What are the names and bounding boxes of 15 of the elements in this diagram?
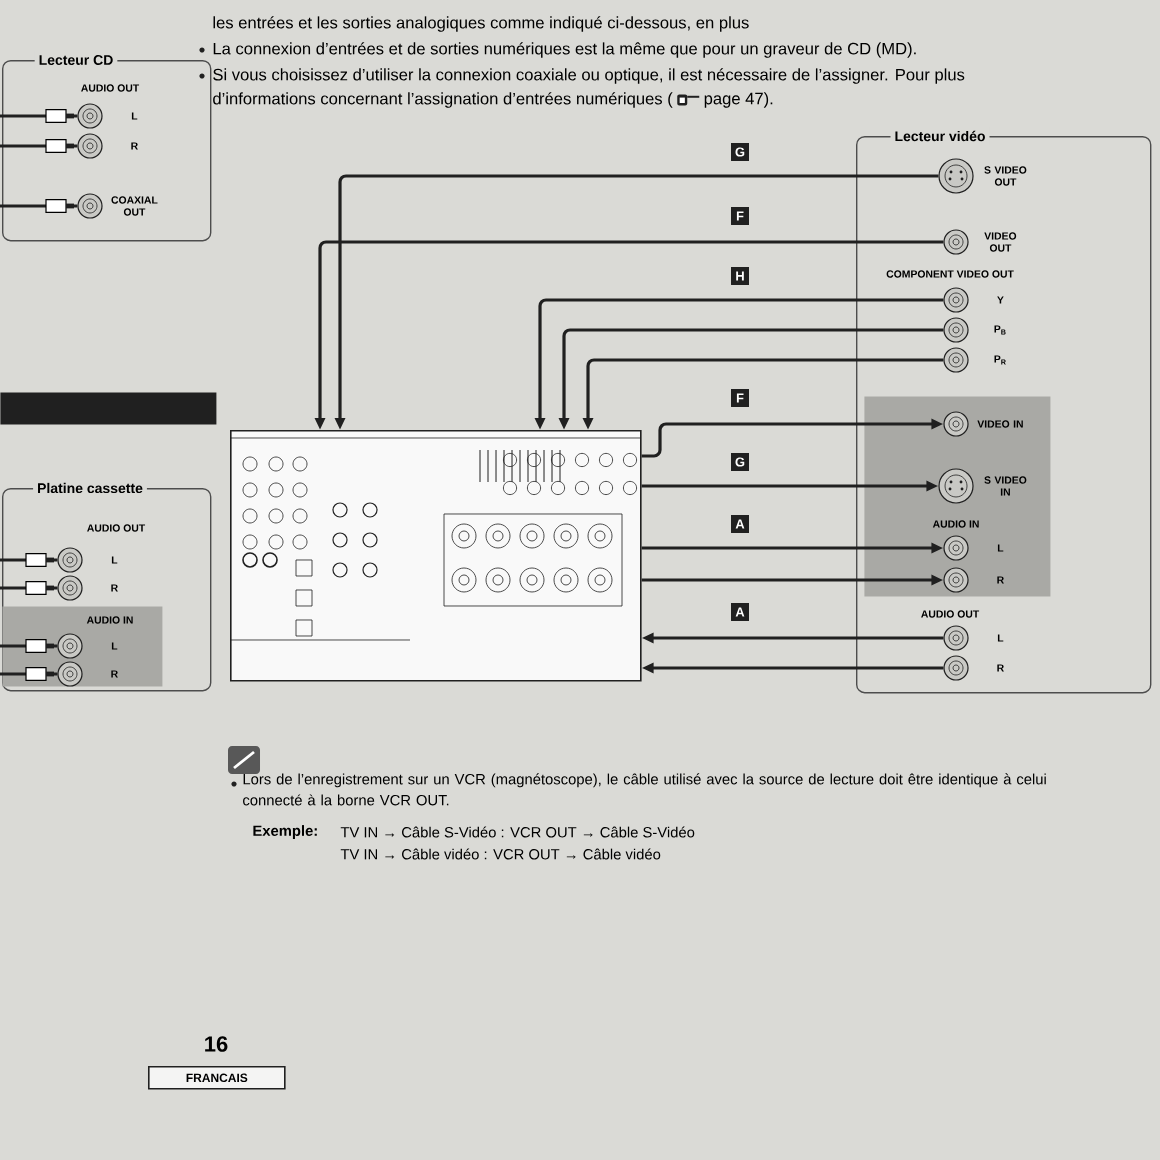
text-line: d’informations concernant l’assignation d’entrées numériques ( bbox=[213, 92, 673, 108]
page-number: 16 bbox=[205, 1036, 228, 1052]
receiver-drawing bbox=[229, 429, 642, 682]
cable-with-plug bbox=[0, 553, 58, 567]
cable-with-plug bbox=[0, 581, 58, 595]
cable-with-plug bbox=[0, 639, 58, 653]
dark-bar bbox=[0, 392, 217, 425]
text-line: les entrées et les sorties analogiques comme indiqué ci-dessous, en plus bbox=[213, 16, 749, 32]
cable-with-plug bbox=[0, 109, 78, 123]
text-line: La connexion d’entrées et de sorties numériques est la même que pour un graveur de CD (MD). bbox=[213, 42, 916, 58]
text-line: Si vous choisissez d’utiliser la connexion coaxiale ou optique, il est nécessaire de l’assigner. Pour plus bbox=[213, 68, 965, 84]
cable-with-plug bbox=[0, 139, 78, 153]
cable-with-plug bbox=[0, 199, 78, 213]
cable-with-plug bbox=[0, 667, 58, 681]
text-line: page 47). bbox=[704, 92, 773, 108]
